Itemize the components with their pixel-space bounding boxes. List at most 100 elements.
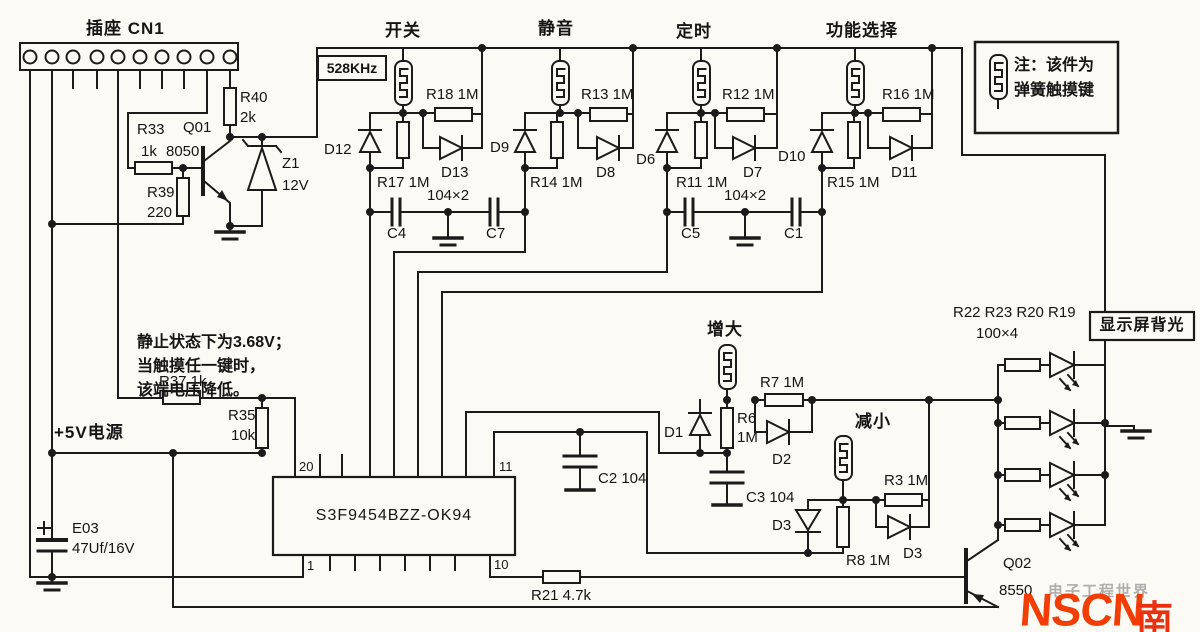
wiring-top-keys [316,47,1106,526]
key-mute-label: 静音 [538,19,574,38]
resistor-r6 [720,407,734,449]
ic-part-number: S3F9454BZZ-OK94 [315,507,473,524]
diode-d9-icon [513,129,537,153]
label-e03: E03 [72,520,99,537]
watermark-brand-cn: 南山 [1136,599,1174,632]
label-q01-value: 8050 [166,143,200,160]
key-timer-label: 定时 [676,22,712,41]
diode-d12-icon [358,129,382,153]
diode-d11-icon [889,135,913,161]
resistor-r18 [434,107,473,122]
label-z1-value: 12V [282,177,309,194]
diode-d13-icon [439,135,463,161]
resistor-r17 [396,121,410,159]
label-r11: R11 1M [676,174,728,191]
annotation-line1: 静止状态下为3.68V； [137,334,291,351]
label-r40: R40 [240,89,268,106]
ground-e03-icon [36,581,68,592]
label-r8: R8 1M [846,552,891,569]
label-r18: R18 1M [426,86,479,103]
backlight-resistor-refs: R22 R23 R20 R19 [953,304,1076,321]
touchkey-mute-icon [551,60,570,106]
diode-d6-icon [655,129,679,153]
label-q02: Q02 [1003,555,1032,572]
touchkey-timer-icon [692,60,711,106]
backlight-leds [1049,351,1080,552]
watermark-ghost-text: 电子工程世界 [1048,583,1151,600]
ground-q01-icon [214,230,246,241]
watermark-brand: NSCN [1018,583,1146,632]
ic-pin20-label: 20 [299,459,314,474]
cap-c1-icon [790,197,802,227]
key-select-label: 功能选择 [826,21,898,40]
q01-transistor [201,146,228,201]
label-d1: D1 [664,424,684,441]
label-d2: D2 [772,451,792,468]
label-c7: C7 [486,225,506,242]
note-box [973,40,1120,135]
zener-z1-icon [241,138,283,191]
resistor-r8 [836,506,850,548]
label-d12: D12 [324,141,352,158]
label-r12: R12 1M [722,86,775,103]
label-d8: D8 [596,164,616,181]
ground-c5c1-icon [729,236,761,247]
label-d7: D7 [743,164,763,181]
annotation-line2: 当触摸任一键时， [137,358,266,375]
resistors [134,87,1041,584]
label-c2: C2 104 [598,470,647,487]
label-c5: C5 [681,225,701,242]
backlight-title-box [1088,310,1196,342]
led-1-icon [1049,351,1080,392]
resistor-r37 [162,390,201,405]
label-q02-value: 8550 [999,582,1033,599]
q02-transistor [964,548,984,604]
cap-c2-icon [562,454,598,469]
label-r21: R21 4.7k [531,587,592,604]
label-d6: D6 [636,151,656,168]
junction-dots [48,44,1109,581]
label-d3-right: D3 [903,545,923,562]
diode-d3-left-icon [795,509,821,533]
resistor-r40 [223,87,237,126]
resistor-r22 [1004,358,1041,372]
label-d10: D10 [778,148,806,165]
resistor-r15 [847,121,861,159]
diode-d10-icon [810,129,834,153]
led-4-icon [1049,511,1080,552]
power-label: +5V电源 [54,423,124,442]
connector-label: 插座 CN1 [86,19,165,38]
ic-pin10-label: 10 [494,557,509,572]
label-r33: R33 [137,121,165,138]
resistor-r21 [542,570,581,584]
label-z1: Z1 [282,155,300,172]
label-r39-value: 220 [147,204,173,221]
cap-c7-icon [488,197,500,227]
connector-cn1 [19,42,239,71]
resistor-r23 [1004,416,1041,430]
label-q01: Q01 [183,119,212,136]
cap-c5-icon [683,197,695,227]
resistor-r7 [764,393,804,407]
backlight-resistor-value: 100×4 [976,325,1019,342]
osc-label: 528KHz [326,60,378,76]
ground-led-icon [1120,429,1152,440]
resistor-r16 [882,107,921,122]
touchkey-switch-icon [394,60,413,106]
label-r7: R7 1M [760,374,805,391]
label-r13: R13 1M [581,86,634,103]
label-r16: R16 1M [882,86,935,103]
ic-pin1-label: 1 [307,558,315,573]
key-increase-label: 增大 [707,320,743,339]
label-r6-value: 1M [737,429,758,446]
label-r40-value: 2k [240,109,256,126]
ic-pin11-label: 11 [499,459,513,474]
touchkey-select-icon [846,60,865,106]
diode-d1-icon [688,412,712,436]
label-r33-value: 1k [141,143,157,160]
resistor-r14 [550,121,564,159]
resistor-r19 [1004,518,1041,532]
resistor-r35 [255,407,269,449]
mcu-ic [271,475,517,557]
